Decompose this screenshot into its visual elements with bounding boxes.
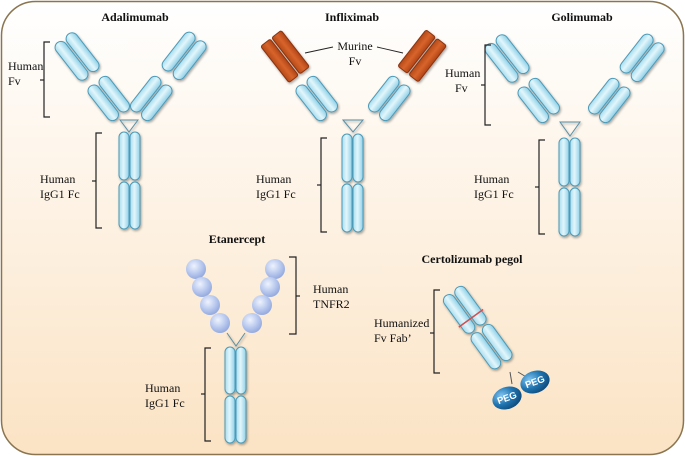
etanercept-fc-label-1: Human: [145, 381, 180, 395]
infliximab-murine-pointer-right: [376, 46, 404, 54]
certolizumab-fab-label-1: Humanized: [374, 316, 429, 330]
certolizumab-title: Certolizumab pegol: [422, 252, 524, 266]
etanercept-tnfr-label-2: TNFR2: [313, 297, 350, 311]
infliximab-title: Infliximab: [325, 10, 379, 24]
adalimumab-fv-label-2: Fv: [8, 74, 21, 88]
etanercept-tnfr-label-1: Human: [313, 282, 348, 296]
certolizumab-fab: [442, 285, 513, 370]
golimumab-fv-label-2: Fv: [455, 81, 468, 95]
golimumab-fc-label-2: IgG1 Fc: [474, 187, 514, 201]
adalimumab-title: Adalimumab: [101, 10, 169, 24]
golimumab-fc-label-1: Human: [474, 172, 509, 186]
golimumab-title: Golimumab: [551, 10, 613, 24]
infliximab-murine-pointer-left: [304, 46, 334, 54]
adalimumab-fv-label-1: Human: [8, 59, 43, 73]
etanercept-title: Etanercept: [209, 232, 265, 246]
infliximab-antibody: [260, 30, 447, 233]
infliximab-fc-label-1: Human: [256, 172, 291, 186]
certolizumab-fab-bracket: [433, 289, 440, 374]
golimumab-fv-label-1: Human: [445, 66, 480, 80]
infliximab-fv-label-2: Fv: [349, 54, 362, 68]
certolizumab-fab-label-2: Fv Fab’: [374, 331, 412, 345]
etanercept-fc: [224, 332, 247, 444]
adalimumab-fc-label-2: IgG1 Fc: [40, 187, 80, 201]
infliximab-fv-label-1: Murine: [337, 39, 372, 53]
peg-moiety-left: PEG: [492, 386, 522, 410]
etanercept-fc-label-2: IgG1 Fc: [145, 396, 185, 410]
peg-moiety-right: PEG: [520, 370, 550, 394]
infliximab-fc-label-2: IgG1 Fc: [256, 187, 296, 201]
certolizumab-stripe: [458, 308, 484, 328]
adalimumab-antibody: [54, 31, 207, 230]
adalimumab-fc-label-1: Human: [40, 172, 75, 186]
etanercept-tnfr2-domains: [186, 259, 285, 333]
golimumab-antibody: [484, 33, 665, 237]
